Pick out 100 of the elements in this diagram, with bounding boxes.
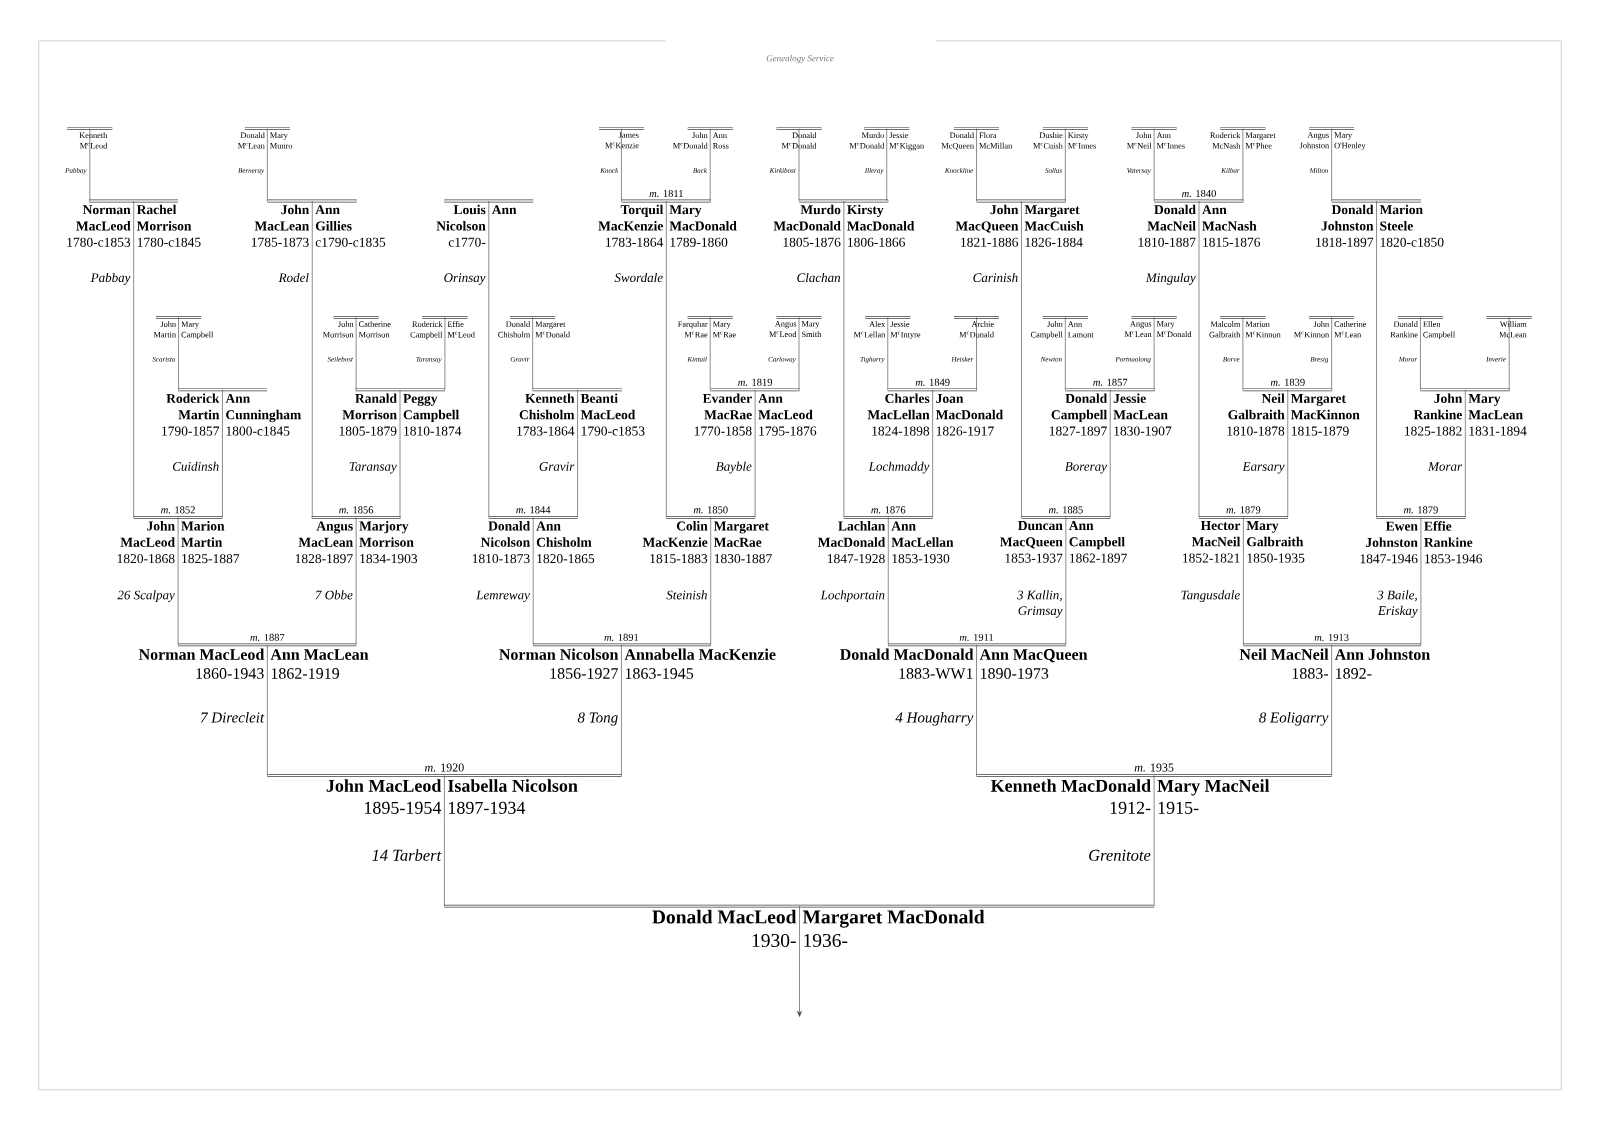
descent-line (709, 152, 711, 202)
life-dates: 1805-1876 (783, 237, 841, 247)
person-name: Mary M$^{c}$Donald (1156, 321, 1192, 338)
life-dates: 1806-1866 (848, 237, 905, 247)
descent-line (621, 682, 622, 776)
descent-line (1065, 342, 1066, 391)
couple-entry (66, 127, 113, 153)
place-name: Swordale (614, 273, 663, 283)
person-name: John Rankine (1413, 393, 1463, 420)
descent-line (532, 566, 534, 646)
descent-line (976, 682, 977, 776)
person-name: Donald Chisholm (498, 321, 531, 338)
life-dates: 1834-1903 (360, 554, 418, 564)
person-name: Ewen Johnston (1366, 521, 1418, 548)
person-name: Murdo MacDonald (773, 204, 841, 231)
couple-entry (1486, 316, 1533, 342)
place-name: Morar (1427, 462, 1463, 472)
person-name: Margaret MacDonald (802, 910, 985, 928)
person-name: Kirsty MacDonald (847, 204, 915, 231)
place-name: Cuidinsh (172, 461, 219, 472)
person-name: Margaret MacCuish (1024, 205, 1084, 231)
person-name: Mary MacDonald (669, 205, 737, 231)
life-dates: 1820-1865 (537, 554, 595, 564)
person-name: Neil Galbraith (1228, 393, 1285, 420)
couple-entry (1316, 199, 1444, 251)
life-dates: 1820-1868 (117, 554, 175, 564)
descent-line (1153, 340, 1155, 391)
person-name: Evander MacRae (702, 393, 752, 420)
place-name: Carinish (973, 273, 1018, 283)
marriage-year: m. 1857 (1093, 378, 1128, 387)
person-name: Ann Johnston (1334, 648, 1430, 661)
couple-entry (1209, 316, 1281, 342)
life-dates: 1824-1898 (872, 426, 930, 436)
person-name: James M$^{c}$Kenzie (605, 132, 639, 149)
descent-line (1065, 566, 1067, 646)
person-name: Charles MacLellan (867, 393, 930, 420)
couple-entry (775, 127, 823, 153)
descent-line (1243, 566, 1244, 646)
descent-line (621, 151, 622, 202)
person-name: Effie Rankine (1424, 521, 1473, 548)
life-dates: 1827-1897 (1049, 426, 1107, 436)
person-name: Torquil MacKenzie (598, 204, 664, 231)
person-name: John MacQueen (955, 204, 1019, 233)
couple-entry (410, 316, 475, 344)
descent-line (976, 340, 977, 391)
person-name: Margaret M$^{c}$Phee (1245, 132, 1276, 149)
couple-entry (1405, 388, 1527, 440)
life-dates: 1915- (1158, 802, 1199, 815)
person-name: John MacLean (254, 204, 310, 231)
marriage-year: m. 1852 (161, 506, 195, 514)
person-name: Rachel Morrison (136, 204, 192, 231)
person-name: Beanti MacLeod (580, 393, 636, 420)
life-dates: 1850-1935 (1247, 553, 1305, 563)
marriage-year: m. 1844 (516, 506, 551, 514)
descent-line (1065, 152, 1066, 202)
couple-entry (1033, 127, 1096, 153)
marriage-year: m. 1913 (1314, 634, 1349, 642)
descent-line (1242, 152, 1244, 202)
person-name: John Morrison (322, 321, 354, 338)
person-name: Ellen Campbell (1423, 321, 1456, 340)
person-name: Farquhar M$^{c}$Rae (678, 321, 708, 338)
life-dates: 1883- (1292, 668, 1329, 680)
life-dates: 1853-1930 (892, 554, 950, 564)
person-name: Donald Campbell (1051, 393, 1108, 423)
person-name: Donald Rankine (1390, 321, 1418, 338)
person-name: Margaret MacRae (713, 521, 769, 548)
person-name: Donald Nicolson (480, 521, 530, 548)
place-name: Orinsay (444, 273, 486, 285)
person-name: Mary Smith (801, 321, 822, 338)
marriage-year: m. 1849 (915, 378, 950, 387)
person-name: Jessie M$^{c}$Intyre (890, 321, 921, 340)
person-name: Mary O'Henley (1334, 132, 1366, 151)
life-dates: 1790-c1853 (581, 426, 645, 436)
descent-line (798, 152, 800, 202)
place-name: Steinish (666, 590, 707, 600)
life-dates: 1826-1884 (1025, 237, 1083, 247)
person-name: Mary Munro (270, 132, 293, 149)
descent-line (1287, 439, 1289, 518)
person-name: Margaret M$^{c}$Donald (535, 321, 570, 338)
descent-line (444, 817, 445, 907)
life-dates: 1828-1897 (295, 554, 353, 564)
person-name: John M$^{c}$Neil (1127, 132, 1152, 149)
couple-entry (443, 904, 1155, 952)
person-name: Peggy Campbell (403, 394, 459, 423)
person-name: Colin MacKenzie (642, 521, 708, 548)
place-name: Mingulay (1145, 273, 1196, 285)
life-dates: 1892- (1336, 668, 1372, 680)
life-dates: 1897-1934 (449, 801, 526, 815)
marriage-year: m. 1879 (1403, 506, 1438, 514)
person-name: Kenneth MacDonald (990, 779, 1151, 793)
arrow (797, 950, 802, 1017)
marriage-year: m. 1840 (1182, 190, 1216, 198)
person-name: Mary Campbell (181, 321, 214, 340)
descent-line (133, 250, 134, 518)
couple-entry (162, 388, 301, 440)
life-dates: 1810-1878 (1227, 426, 1285, 436)
person-name: Ann Campbell (1068, 521, 1125, 550)
person-name: Ann MacQueen (979, 649, 1088, 663)
person-name: Donald Johnston (1321, 204, 1374, 231)
life-dates: 1847-1946 (1360, 554, 1418, 564)
